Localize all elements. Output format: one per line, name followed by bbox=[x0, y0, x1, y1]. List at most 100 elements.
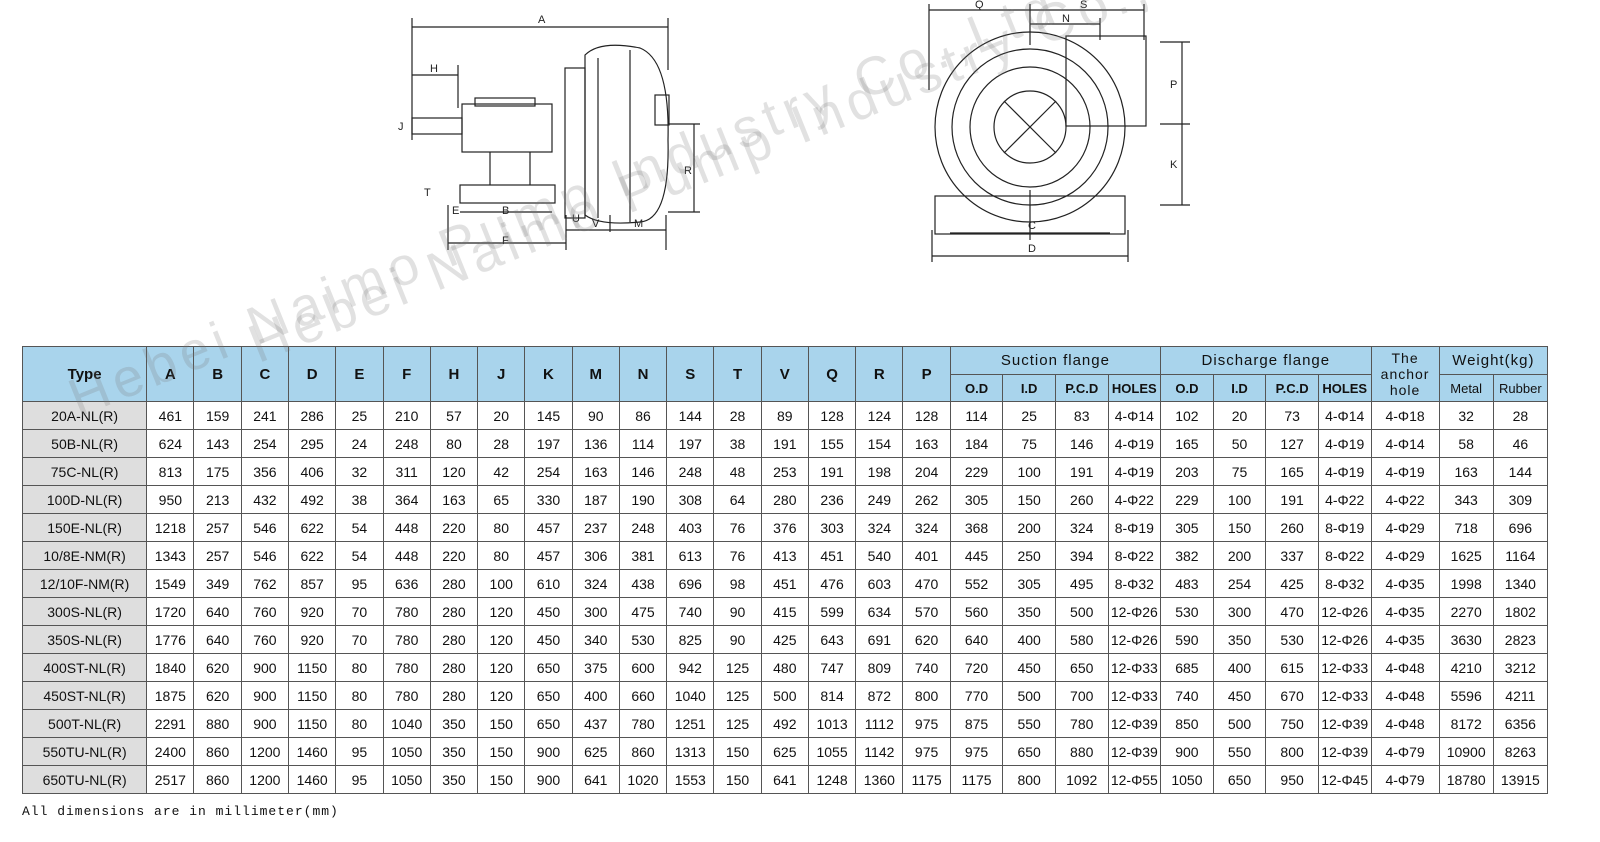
value-cell: 146 bbox=[1054, 429, 1109, 458]
value-cell: 364 bbox=[382, 485, 431, 514]
value-cell: 1875 bbox=[146, 681, 195, 710]
dim-label-s: S bbox=[1080, 0, 1087, 11]
header-suction-pcd: P.C.D bbox=[1054, 374, 1109, 402]
value-cell: 28 bbox=[713, 401, 762, 430]
dim-label-m: M bbox=[634, 218, 643, 230]
value-cell: 12-Φ26 bbox=[1107, 625, 1162, 654]
value-cell: 740 bbox=[902, 653, 951, 682]
value-cell: 257 bbox=[193, 513, 242, 542]
value-cell: 650 bbox=[1002, 737, 1056, 766]
value-cell: 120 bbox=[477, 625, 526, 654]
dim-label-j: J bbox=[398, 121, 404, 133]
value-cell: 4-Φ48 bbox=[1370, 709, 1440, 738]
value-cell: 198 bbox=[855, 457, 904, 486]
type-cell: 12/10F-NM(R) bbox=[21, 569, 148, 598]
value-cell: 125 bbox=[713, 709, 762, 738]
value-cell: 942 bbox=[666, 653, 715, 682]
value-cell: 1553 bbox=[666, 765, 715, 794]
value-cell: 406 bbox=[288, 457, 337, 486]
value-cell: 450 bbox=[1002, 653, 1056, 682]
value-cell: 38 bbox=[713, 429, 762, 458]
header-discharge-holes: HOLES bbox=[1317, 374, 1372, 402]
value-cell: 450 bbox=[524, 625, 573, 654]
header-j: J bbox=[477, 346, 526, 402]
side-view-drawing bbox=[411, 18, 700, 250]
value-cell: 860 bbox=[193, 765, 242, 794]
value-cell: 809 bbox=[855, 653, 904, 682]
value-cell: 349 bbox=[193, 569, 242, 598]
dim-label-b: B bbox=[502, 205, 509, 217]
value-cell: 48 bbox=[713, 457, 762, 486]
header-discharge-flange: Discharge flange bbox=[1160, 346, 1372, 375]
value-cell: 150 bbox=[1002, 485, 1056, 514]
value-cell: 1248 bbox=[807, 765, 857, 794]
value-cell: 324 bbox=[571, 569, 620, 598]
value-cell: 83 bbox=[1054, 401, 1109, 430]
dim-label-f: F bbox=[502, 235, 509, 247]
value-cell: 1040 bbox=[382, 709, 431, 738]
value-cell: 400 bbox=[1212, 653, 1267, 682]
value-cell: 1218 bbox=[146, 513, 195, 542]
value-cell: 425 bbox=[1265, 569, 1319, 598]
header-v: V bbox=[760, 346, 809, 402]
value-cell: 1360 bbox=[855, 765, 904, 794]
value-cell: 760 bbox=[240, 625, 290, 654]
type-cell: 300S-NL(R) bbox=[21, 597, 148, 626]
value-cell: 260 bbox=[1054, 485, 1109, 514]
header-s: S bbox=[666, 346, 715, 402]
value-cell: 813 bbox=[146, 457, 195, 486]
value-cell: 622 bbox=[288, 541, 337, 570]
value-cell: 114 bbox=[949, 401, 1004, 430]
value-cell: 80 bbox=[335, 653, 384, 682]
value-cell: 350 bbox=[429, 709, 479, 738]
value-cell: 257 bbox=[193, 541, 242, 570]
value-cell: 500 bbox=[760, 681, 809, 710]
value-cell: 95 bbox=[335, 737, 384, 766]
value-cell: 643 bbox=[807, 625, 857, 654]
value-cell: 480 bbox=[760, 653, 809, 682]
pump-dimension-drawing: A H J T E B F U V M R Q bbox=[398, 0, 1190, 262]
value-cell: 1313 bbox=[666, 737, 715, 766]
header-e: E bbox=[335, 346, 384, 402]
header-weight-rubber: Rubber bbox=[1492, 374, 1549, 402]
type-cell: 500T-NL(R) bbox=[21, 709, 148, 738]
value-cell: 190 bbox=[618, 485, 668, 514]
header-c: C bbox=[240, 346, 290, 402]
value-cell: 213 bbox=[193, 485, 242, 514]
value-cell: 220 bbox=[429, 513, 479, 542]
value-cell: 475 bbox=[618, 597, 668, 626]
value-cell: 191 bbox=[1054, 457, 1109, 486]
value-cell: 8-Φ22 bbox=[1317, 541, 1372, 570]
value-cell: 1802 bbox=[1492, 597, 1549, 626]
pump-spec-table: Type A B C D E F H J K M N S T V Q R P S… bbox=[21, 346, 1549, 794]
value-cell: 1460 bbox=[288, 737, 337, 766]
value-cell: 4210 bbox=[1438, 653, 1494, 682]
value-cell: 204 bbox=[902, 457, 951, 486]
dim-label-t: T bbox=[424, 187, 431, 199]
value-cell: 70 bbox=[335, 597, 384, 626]
value-cell: 100 bbox=[1002, 457, 1056, 486]
value-cell: 1340 bbox=[1492, 569, 1549, 598]
value-cell: 295 bbox=[288, 429, 337, 458]
value-cell: 128 bbox=[807, 401, 857, 430]
value-cell: 32 bbox=[1438, 401, 1494, 430]
value-cell: 254 bbox=[240, 429, 290, 458]
value-cell: 280 bbox=[760, 485, 809, 514]
value-cell: 650 bbox=[1212, 765, 1267, 794]
value-cell: 86 bbox=[618, 401, 668, 430]
value-cell: 546 bbox=[240, 513, 290, 542]
value-cell: 448 bbox=[382, 513, 431, 542]
value-cell: 880 bbox=[193, 709, 242, 738]
value-cell: 200 bbox=[1212, 541, 1267, 570]
value-cell: 280 bbox=[429, 653, 479, 682]
value-cell: 625 bbox=[760, 737, 809, 766]
value-cell: 540 bbox=[855, 541, 904, 570]
value-cell: 770 bbox=[949, 681, 1004, 710]
header-anchor-hole: The anchor hole bbox=[1370, 346, 1440, 402]
value-cell: 975 bbox=[902, 709, 951, 738]
value-cell: 800 bbox=[902, 681, 951, 710]
value-cell: 625 bbox=[571, 737, 620, 766]
value-cell: 599 bbox=[807, 597, 857, 626]
header-weight: Weight(kg) bbox=[1438, 346, 1549, 375]
